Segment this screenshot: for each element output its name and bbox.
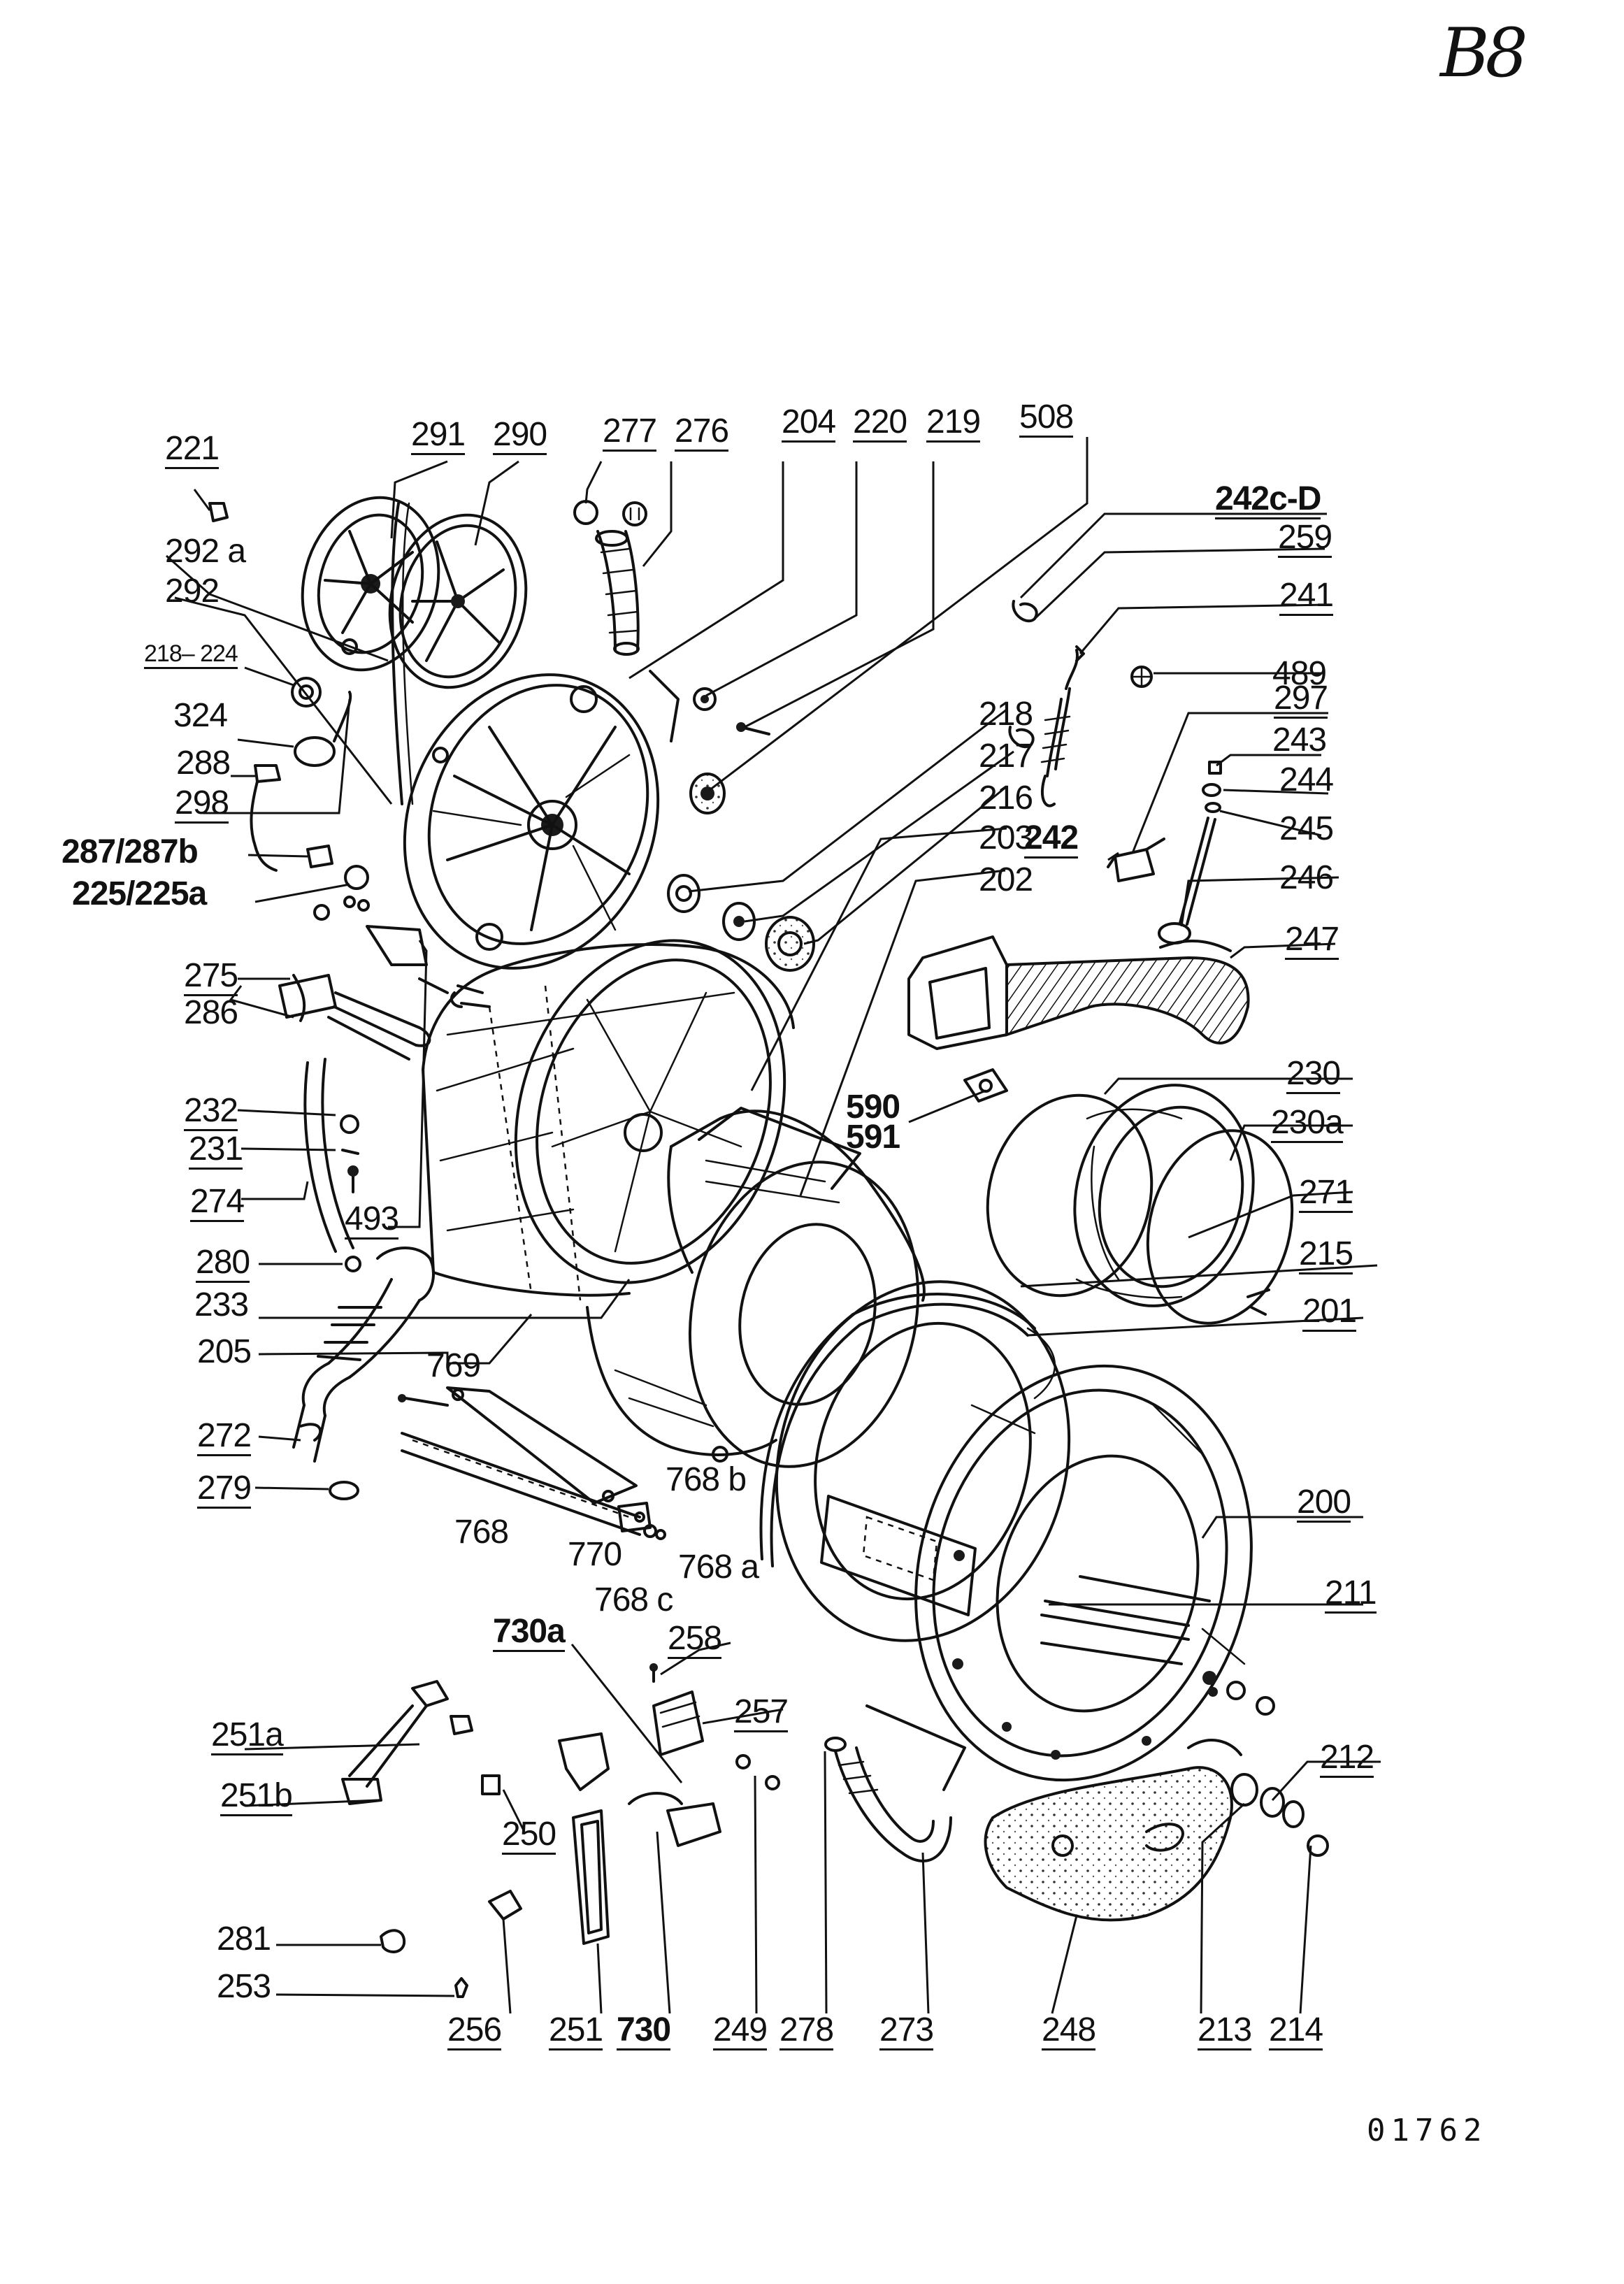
part-label-251a: 251a [211,1718,284,1755]
part-label-768b: 768 b [666,1461,747,1498]
part-label-202: 202 [979,861,1033,898]
part-label-590: 590 [846,1089,900,1126]
part-label-201: 201 [1302,1295,1357,1332]
part-label-275: 275 [184,959,238,996]
part-label-219: 219 [926,405,981,443]
part-label-242: 242 [1024,821,1079,859]
bracket-247 [907,935,1250,1050]
part-label-277: 277 [603,415,657,452]
part-label-233: 233 [194,1286,249,1323]
part-label-273: 273 [879,2013,934,2050]
part-label-292: 292 [165,573,220,610]
part-label-231: 231 [189,1133,243,1170]
part-label-220: 220 [853,405,907,443]
part-label-212: 212 [1320,1741,1374,1778]
part-label-276: 276 [675,415,729,452]
part-label-286: 286 [184,994,238,1031]
part-label-230: 230 [1286,1057,1341,1094]
part-label-203: 203 [979,819,1033,856]
part-label-216: 216 [979,780,1033,817]
part-label-493: 493 [345,1202,399,1240]
part-label-257: 257 [734,1695,789,1732]
part-label-730a: 730a [493,1615,566,1652]
heater-286 [278,974,431,1061]
part-label-218-224: 218– 224 [144,642,238,669]
part-label-225-225a: 225/225a [72,875,207,912]
sheet-number: 01762 [1367,2113,1488,2148]
part-label-211: 211 [1325,1576,1377,1614]
left-small-parts [208,502,428,966]
part-label-250: 250 [502,1818,556,1855]
part-label-272: 272 [197,1419,252,1456]
part-label-288: 288 [176,745,231,782]
hose-276 [573,500,647,656]
part-label-215: 215 [1299,1237,1353,1274]
part-label-271: 271 [1299,1176,1353,1213]
part-label-230a: 230a [1271,1106,1344,1143]
part-label-246: 246 [1279,859,1334,896]
counterweight-248 [984,1739,1242,1922]
part-label-221: 221 [165,432,220,469]
part-label-770: 770 [568,1536,622,1573]
part-label-200: 200 [1297,1486,1351,1523]
part-label-253: 253 [217,1968,271,2005]
drain-pump-205 [292,1247,435,1500]
hose-273 [824,1704,966,1862]
part-label-297: 297 [1274,682,1328,719]
part-label-251b: 251b [220,1779,293,1816]
lower-small-parts [341,1663,780,1998]
part-label-768: 768 [454,1514,509,1551]
part-label-217: 217 [979,738,1033,775]
part-label-278: 278 [779,2013,834,2050]
part-label-214: 214 [1269,2013,1323,2050]
drum-203 [422,939,795,1301]
rear-tub-cover-204 [403,670,680,994]
pulley-290 [388,513,528,689]
leader-lines [166,437,1381,2014]
tub-front-201 [759,1280,1071,1642]
part-label-204: 204 [782,405,836,443]
part-label-245: 245 [1279,810,1334,847]
part-label-591: 591 [846,1119,900,1156]
part-label-279: 279 [197,1472,252,1509]
door-seal-230 [986,1084,1294,1325]
mounting-rail-768 [398,1386,666,1540]
part-label-244: 244 [1279,761,1334,798]
part-label-508: 508 [1019,401,1074,438]
part-label-280: 280 [196,1246,250,1283]
part-label-768a: 768 a [678,1549,759,1586]
part-label-249: 249 [713,2013,768,2050]
outer-tub-202 [586,1107,926,1468]
part-label-256: 256 [447,2013,502,2050]
part-label-242c-d: 242c-D [1215,482,1321,519]
page-mark: B8 [1440,14,1528,92]
part-label-241: 241 [1279,579,1334,616]
part-label-259: 259 [1278,521,1332,558]
part-label-290: 290 [493,418,547,455]
suspension-spring-242 [1008,600,1085,807]
part-label-489: 489 [1272,655,1327,692]
part-label-769: 769 [426,1347,481,1384]
part-label-291: 291 [411,418,466,455]
part-label-768c: 768 c [594,1581,673,1618]
part-label-324: 324 [173,697,228,734]
part-label-258: 258 [668,1622,722,1659]
part-label-213: 213 [1198,2013,1252,2050]
part-label-248: 248 [1042,2013,1096,2050]
part-label-247: 247 [1285,923,1339,960]
part-label-730: 730 [617,2013,671,2050]
part-label-274: 274 [190,1185,245,1222]
front-panel-200 [914,1364,1253,1782]
part-label-298: 298 [175,787,229,824]
part-label-292a: 292 a [165,533,246,570]
part-label-205: 205 [197,1333,252,1370]
part-label-287-287b: 287/287b [62,833,199,870]
part-label-251: 251 [549,2013,603,2050]
part-label-281: 281 [217,1920,271,1958]
part-label-218: 218 [979,696,1033,733]
part-label-243: 243 [1272,721,1327,759]
part-label-232: 232 [184,1094,238,1131]
